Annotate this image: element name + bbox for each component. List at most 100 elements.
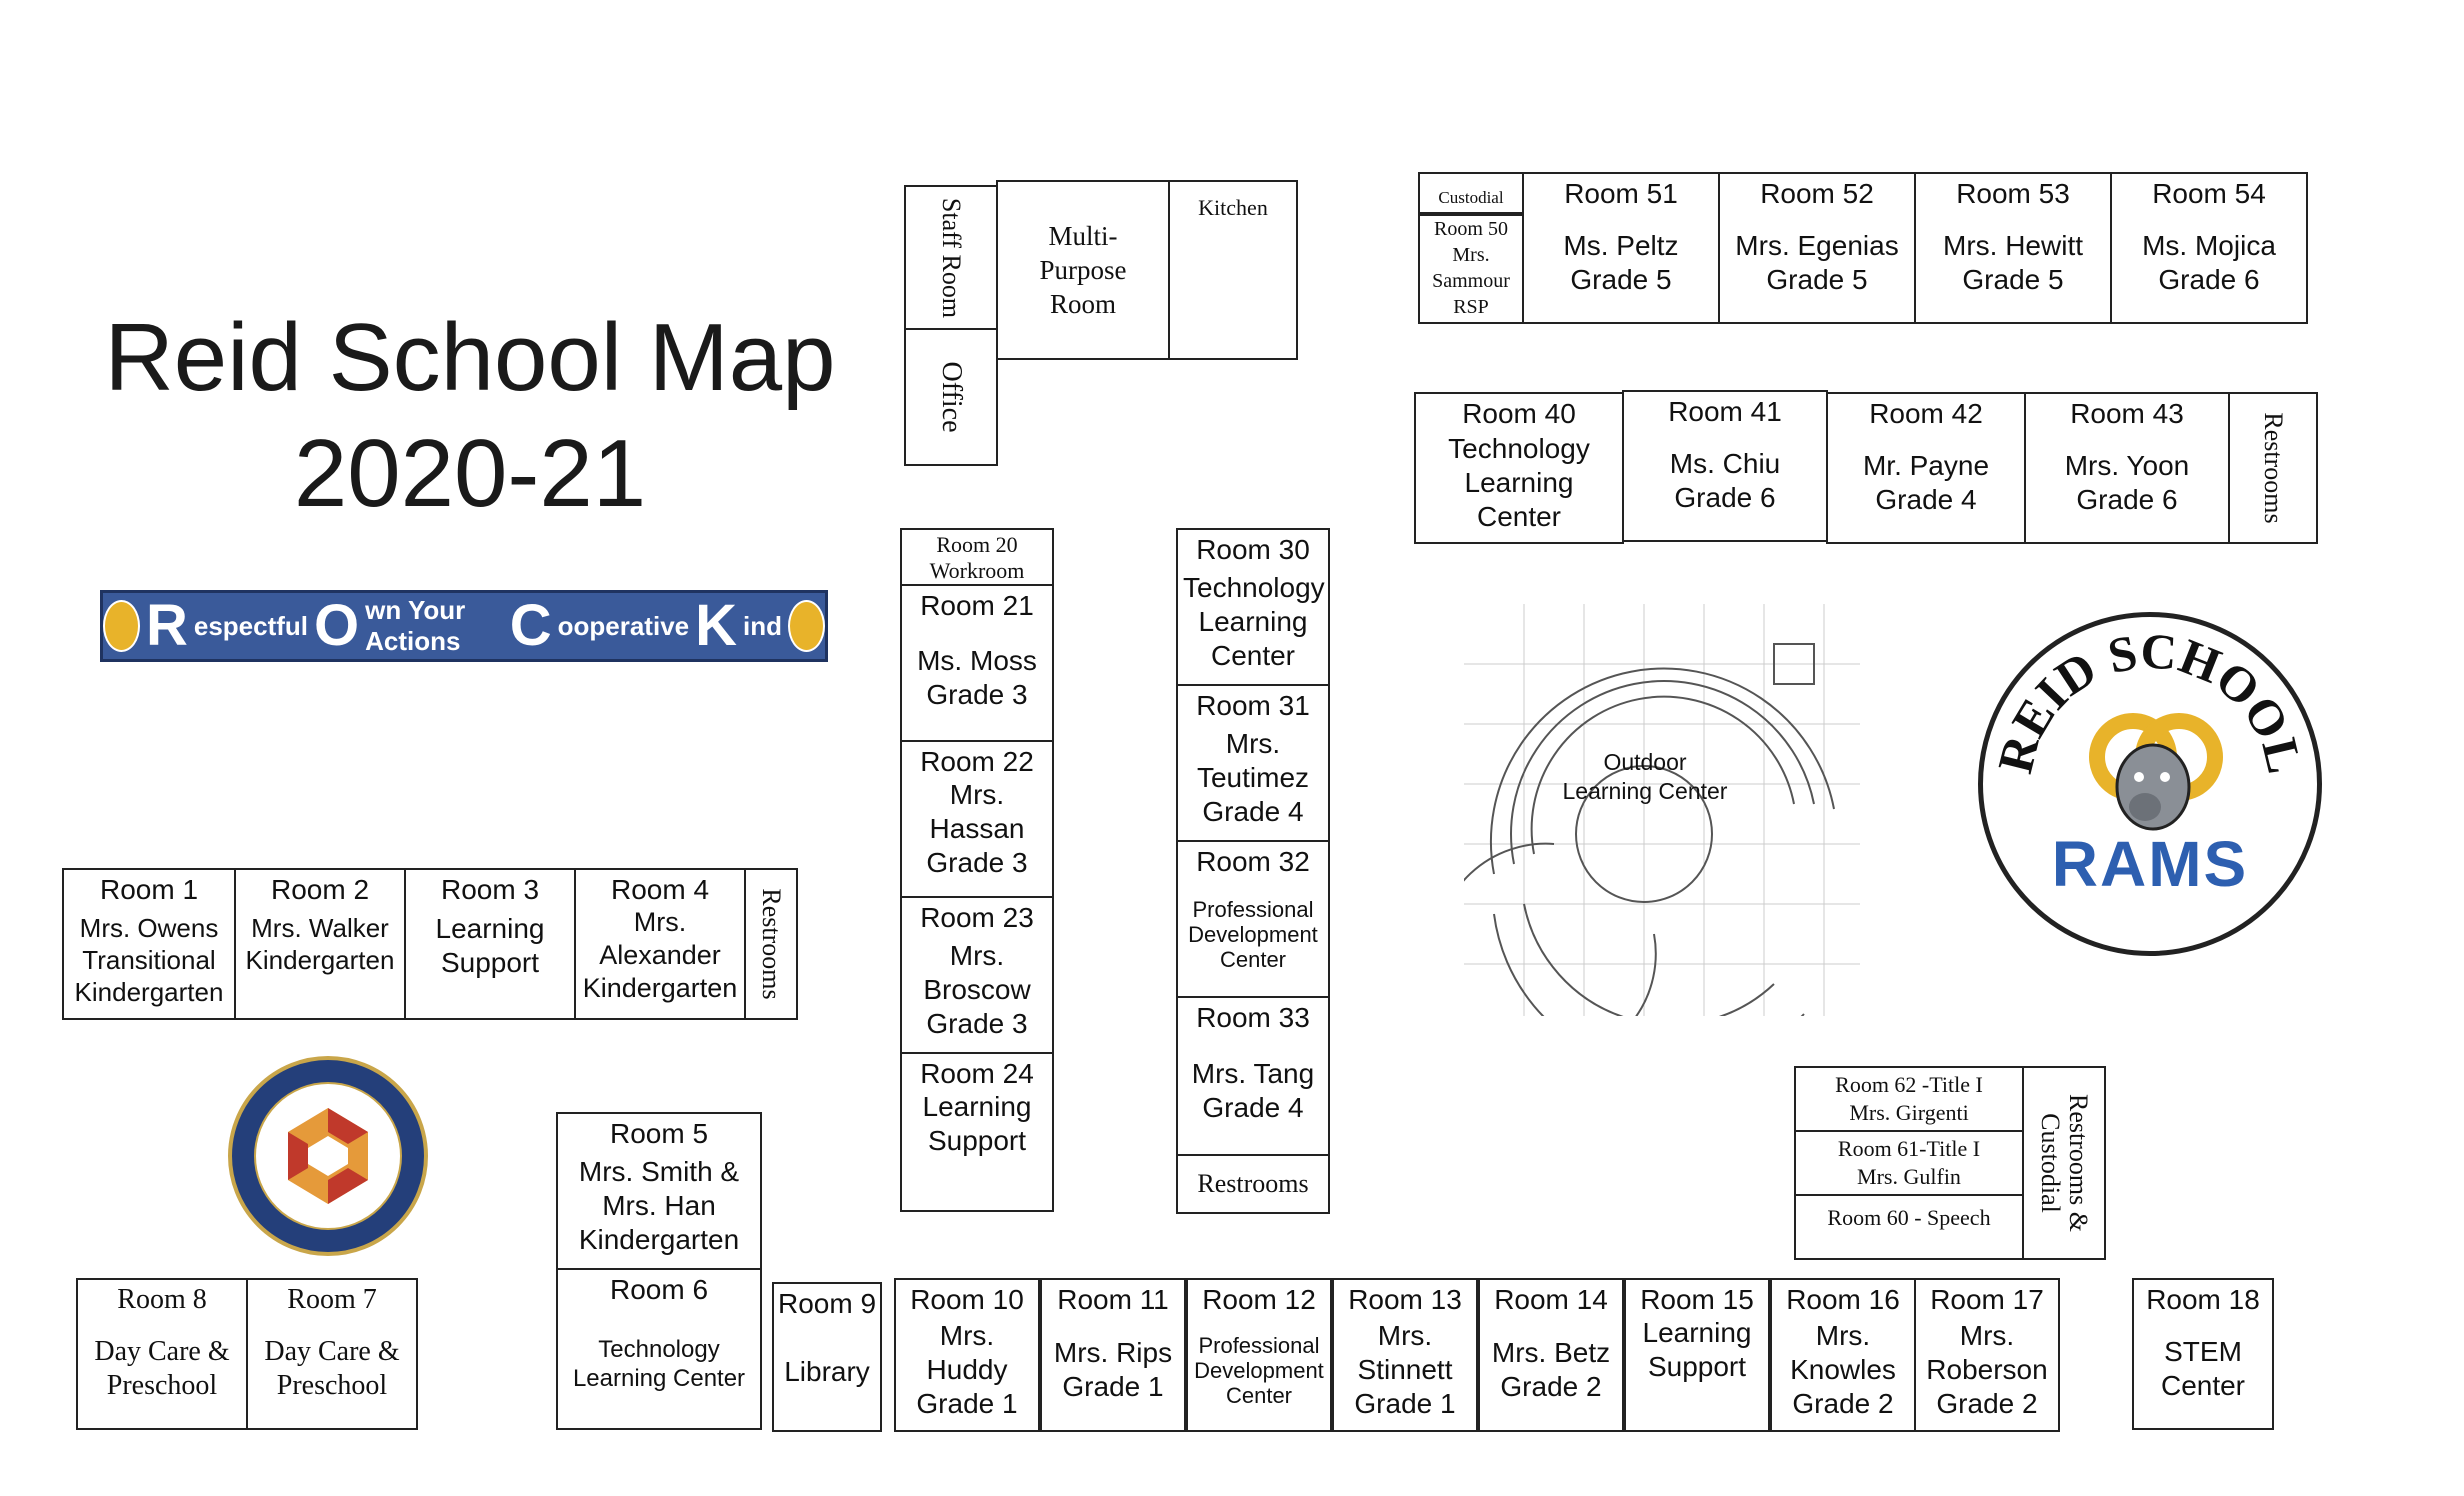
room-60: Room 60 - Speech [1794,1194,2024,1260]
banner-letter-r: R [145,593,188,658]
room-15: Room 15 Learning Support [1624,1278,1770,1432]
room-8: Room 8 Day Care & Preschool [76,1278,248,1430]
room-17: Room 17 Mrs. Roberson Grade 2 [1914,1278,2060,1432]
room-33-occupant: Mrs. Tang Grade 4 [1191,1058,1315,1123]
room-9-occupant: Library [784,1356,870,1387]
room-2-occupant: Mrs. Walker Kindergarten [245,913,395,975]
room-43-occupant: Mrs. Yoon Grade 6 [2064,450,2190,515]
room-11: Room 11 Mrs. Rips Grade 1 [1040,1278,1186,1432]
restrooms-label: Restrooms [757,888,786,1000]
room-42-num: Room 42 [1869,398,1983,429]
map-title-line2: 2020-21 [293,420,647,527]
ram-head-icon [103,600,140,652]
room-2: Room 2 Mrs. Walker Kindergarten [234,868,406,1020]
room-61-num: Room 61-Title I [1837,1136,1981,1161]
room-20: Room 20 Workroom [900,528,1054,586]
room-42-occupant: Mr. Payne Grade 4 [1862,450,1990,515]
room-12-num: Room 12 [1202,1284,1316,1315]
room-52-num: Room 52 [1760,178,1874,209]
room-50: Custodial Room 50 Mrs. Sammour RSP [1418,172,1524,324]
room-15-occupant: Learning Support [1642,1317,1752,1382]
map-title-line1: Reid School Map [104,304,836,411]
room-5-occupant: Mrs. Smith & Mrs. Han Kindergarten [578,1156,740,1255]
room-11-num: Room 11 [1057,1284,1169,1315]
room-40-num: Room 40 [1462,398,1576,429]
room-22-occupant: Mrs. Hassan Grade 3 [926,779,1028,878]
room-10-num: Room 10 [910,1284,1024,1315]
room-53-occupant: Mrs. Hewitt Grade 5 [1943,230,2083,295]
room-4-occupant: Mrs. Alexander Kindergarten [582,907,738,1003]
room-5-num: Room 5 [609,1118,709,1149]
room-10-occupant: Mrs. Huddy Grade 1 [916,1320,1018,1419]
room-43-num: Room 43 [2070,398,2184,429]
room-54-occupant: Ms. Mojica Grade 6 [2142,230,2276,295]
office-label: Office [936,361,967,433]
seal-center [254,1082,402,1230]
outdoor-learning-center-drawing [1464,604,1860,1016]
ram-mascot-icon: REID SCHOOL [1987,622,2313,831]
room-13-num: Room 13 [1348,1284,1462,1315]
room-4-num: Room 4 [610,874,710,905]
restrooms-custodial-label: Restrooms & Custodial [2036,1094,2093,1232]
room-51: Room 51 Ms. Peltz Grade 5 [1522,172,1720,324]
custodial-label: Custodial [1438,188,1504,207]
room-52: Room 52 Mrs. Egenias Grade 5 [1718,172,1916,324]
gold-ribbon-schools-seal [228,1056,428,1256]
banner-text-k: ind [743,610,783,641]
banner-text-r: espectful [193,610,309,641]
room-8-occupant: Day Care & Preschool [94,1336,230,1401]
room-17-num: Room 17 [1930,1284,2044,1315]
room-9-num: Room 9 [777,1288,877,1319]
room-1: Room 1 Mrs. Owens Transitional Kindergar… [62,868,236,1020]
room-23: Room 23 Mrs. Broscow Grade 3 [900,896,1054,1054]
room-32-num: Room 32 [1196,846,1310,877]
room-13-occupant: Mrs. Stinnett Grade 1 [1354,1320,1456,1419]
room-18-num: Room 18 [2146,1284,2260,1315]
room-31-occupant: Mrs. Teutimez Grade 4 [1196,728,1310,827]
room-14-occupant: Mrs. Betz Grade 2 [1491,1337,1611,1402]
room-16-occupant: Mrs. Knowles Grade 2 [1790,1320,1896,1419]
room-12: Room 12 Professional Development Center [1186,1278,1332,1432]
kitchen: Kitchen [1168,180,1298,360]
room-31-num: Room 31 [1196,690,1310,721]
room-40: Room 40 Technology Learning Center [1414,392,1624,544]
map-title: Reid School Map 2020-21 [60,300,880,532]
room-54: Room 54 Ms. Mojica Grade 6 [2110,172,2308,324]
room-52-occupant: Mrs. Egenias Grade 5 [1735,230,1899,295]
room-41: Room 41 Ms. Chiu Grade 6 [1622,390,1828,542]
room-9: Room 9 Library [772,1282,882,1432]
room-14-num: Room 14 [1494,1284,1608,1315]
room-31: Room 31 Mrs. Teutimez Grade 4 [1176,684,1330,842]
ram-head-icon [788,600,825,652]
room-4: Room 4 Mrs. Alexander Kindergarten [574,868,746,1020]
room-33-num: Room 33 [1196,1002,1310,1033]
room-22: Room 22 Mrs. Hassan Grade 3 [900,740,1054,898]
room-3-num: Room 3 [440,874,540,905]
room-1-num: Room 1 [99,874,199,905]
room-62: Room 62 -Title I Mrs. Girgenti [1794,1066,2024,1132]
room-24-occupant: Learning Support [922,1091,1032,1156]
room-60-label: Room 60 - Speech [1827,1205,1991,1230]
room-6-num: Room 6 [609,1274,709,1305]
banner-letter-c: C [509,593,552,658]
staff-room: Staff Room [904,185,998,330]
room-6: Room 6 Technology Learning Center [556,1268,762,1430]
room-10: Room 10 Mrs. Huddy Grade 1 [894,1278,1040,1432]
office: Office [904,328,998,466]
room-1-occupant: Mrs. Owens Transitional Kindergarten [74,913,224,1007]
room-23-num: Room 23 [920,902,1034,933]
room-54-num: Room 54 [2152,178,2266,209]
room-15-num: Room 15 [1640,1284,1754,1315]
room-7-occupant: Day Care & Preschool [264,1336,400,1401]
reid-rams-logo: REID SCHOOL RAMS [1978,612,2322,956]
room-6-occupant: Technology Learning Center [572,1336,746,1392]
restrooms-label: Restrooms [1197,1169,1309,1198]
room-18-occupant: STEM Center [2160,1336,2246,1401]
room-51-occupant: Ms. Peltz Grade 5 [1563,230,1679,295]
room-32: Room 32 Professional Development Center [1176,840,1330,998]
room-30: Room 30 Technology Learning Center [1176,528,1330,686]
room-21: Room 21 Ms. Moss Grade 3 [900,584,1054,742]
room-24-num: Room 24 [920,1058,1034,1089]
room-12-occupant: Professional Development Center [1194,1332,1324,1408]
room-17-occupant: Mrs. Roberson Grade 2 [1926,1320,2048,1419]
